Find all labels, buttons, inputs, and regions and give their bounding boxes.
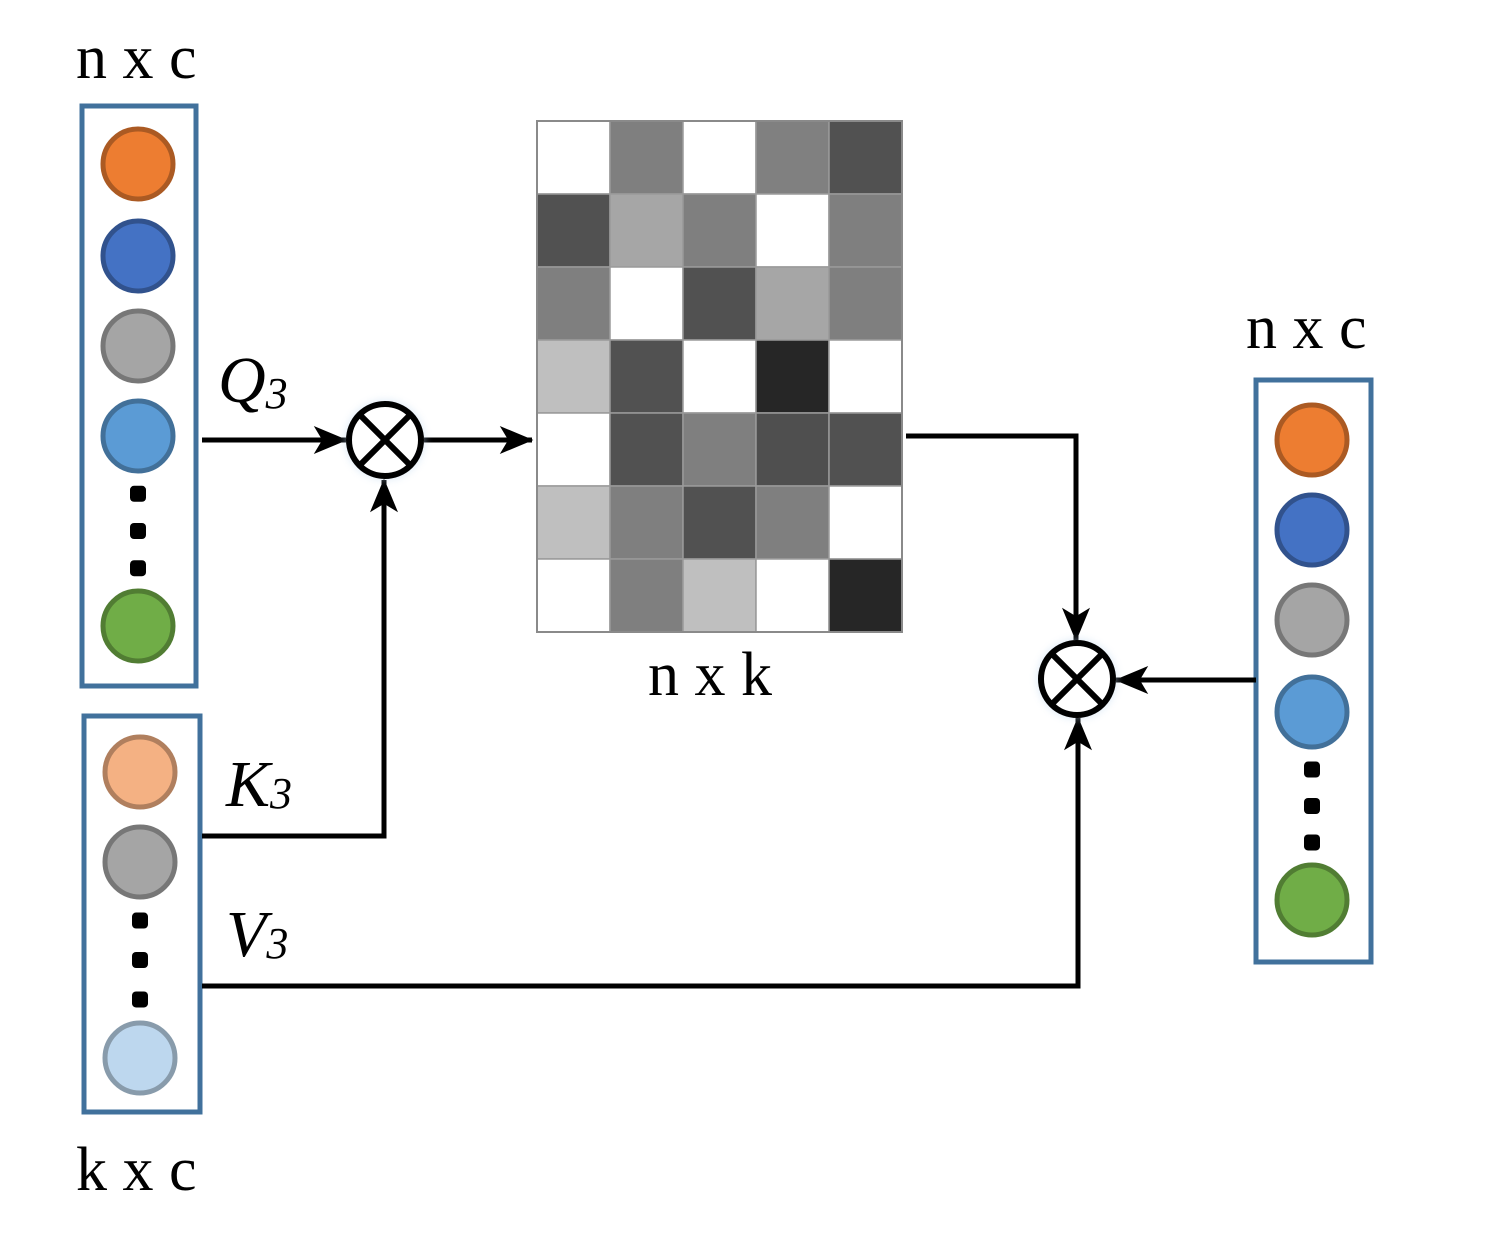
ellipsis-dot bbox=[130, 560, 146, 577]
matrix-cell bbox=[755, 120, 830, 195]
matrix-cell bbox=[536, 266, 611, 341]
matrix-cell bbox=[536, 339, 611, 414]
matrix-cell bbox=[755, 193, 830, 268]
matrix-cell bbox=[609, 266, 684, 341]
ellipsis-dot bbox=[132, 912, 148, 929]
matrix-cell bbox=[755, 558, 830, 633]
matrix-cell bbox=[828, 412, 903, 487]
q3-letter: Q bbox=[218, 344, 266, 417]
output-vector-box bbox=[1253, 377, 1374, 965]
matrix-cell bbox=[536, 412, 611, 487]
vector-node-pale-blue bbox=[102, 1020, 178, 1096]
matrix-cell bbox=[682, 339, 757, 414]
matrix-border bbox=[536, 120, 903, 633]
vector-node-gray bbox=[1274, 582, 1350, 658]
vector-node-light-blue bbox=[100, 398, 176, 474]
query-dim-label: n x c bbox=[76, 24, 197, 92]
ellipsis-dots bbox=[130, 485, 146, 577]
matrix-to-output-arrow bbox=[906, 433, 1090, 642]
ellipsis-dots bbox=[132, 912, 148, 1008]
ellipsis-dot bbox=[1304, 834, 1320, 851]
v3-arrow bbox=[202, 716, 1092, 989]
multiply-op-2 bbox=[1037, 639, 1117, 719]
output-nodes bbox=[1274, 402, 1350, 938]
matrix-cell bbox=[682, 193, 757, 268]
output-dim-label: n x c bbox=[1246, 294, 1367, 362]
ellipsis-dot bbox=[130, 485, 146, 502]
matrix-cell bbox=[682, 558, 757, 633]
q3-label: Q3 bbox=[218, 344, 288, 418]
k3-letter: K bbox=[225, 748, 273, 821]
vector-node-green bbox=[100, 588, 176, 664]
k3-arrow bbox=[202, 478, 398, 839]
key-value-vector bbox=[81, 713, 203, 1115]
matrix-cell bbox=[682, 266, 757, 341]
query-vector bbox=[79, 103, 199, 689]
matrix-cell bbox=[536, 193, 611, 268]
matrix-cell bbox=[682, 412, 757, 487]
matrix-cell bbox=[536, 120, 611, 195]
k3-subscript: 3 bbox=[269, 769, 292, 818]
ellipsis-dot bbox=[1304, 798, 1320, 814]
multiply-op-1 bbox=[345, 400, 425, 480]
matrix-cell bbox=[609, 193, 684, 268]
matrix-cell bbox=[755, 412, 830, 487]
ellipsis-dot bbox=[130, 523, 146, 539]
matrix-cell bbox=[609, 558, 684, 633]
matrix-cell bbox=[828, 558, 903, 633]
matrix-cell bbox=[828, 485, 903, 560]
attention-matrix bbox=[536, 120, 903, 633]
key-value-nodes bbox=[102, 734, 178, 1096]
matrix-cell bbox=[755, 339, 830, 414]
vector-node-orange bbox=[100, 126, 176, 202]
matrix-cell bbox=[828, 266, 903, 341]
vector-node-orange bbox=[1274, 402, 1350, 478]
matrix-cell bbox=[828, 339, 903, 414]
ellipsis-dot bbox=[1304, 761, 1320, 778]
v3-label: V3 bbox=[226, 898, 288, 971]
matrix-cell bbox=[828, 193, 903, 268]
key-value-dim-label: k x c bbox=[76, 1136, 197, 1204]
vector-node-dark-blue bbox=[100, 218, 176, 294]
matrix-cell bbox=[828, 120, 903, 195]
vector-node-gray bbox=[102, 824, 178, 900]
matrix-cell bbox=[609, 485, 684, 560]
vector-node-gray bbox=[100, 308, 176, 384]
matrix-cell bbox=[536, 485, 611, 560]
matrix-dim-label: n x k bbox=[648, 641, 772, 709]
output-vector bbox=[1253, 377, 1374, 965]
matrix-cell bbox=[682, 120, 757, 195]
query-vector-box bbox=[79, 103, 199, 689]
ellipsis-dot bbox=[132, 952, 148, 968]
key-value-vector-box bbox=[81, 713, 203, 1115]
ellipsis-dots bbox=[1304, 761, 1320, 851]
matrix-cell bbox=[536, 558, 611, 633]
matrix-cell bbox=[609, 412, 684, 487]
matrix-cell bbox=[609, 339, 684, 414]
k3-label: K3 bbox=[225, 748, 292, 821]
matrix-cell bbox=[755, 485, 830, 560]
matrix-cell bbox=[682, 485, 757, 560]
vector-node-peach bbox=[102, 734, 178, 810]
vector-node-light-blue bbox=[1274, 674, 1350, 750]
vector-node-green bbox=[1274, 862, 1350, 938]
v3-letter: V bbox=[226, 898, 273, 971]
q3-subscript: 3 bbox=[265, 369, 288, 418]
query-nodes bbox=[100, 126, 176, 664]
matrix-cell bbox=[609, 120, 684, 195]
matrix-cell bbox=[755, 266, 830, 341]
vector-node-dark-blue bbox=[1274, 492, 1350, 568]
v3-subscript: 3 bbox=[265, 919, 288, 968]
ellipsis-dot bbox=[132, 991, 148, 1008]
